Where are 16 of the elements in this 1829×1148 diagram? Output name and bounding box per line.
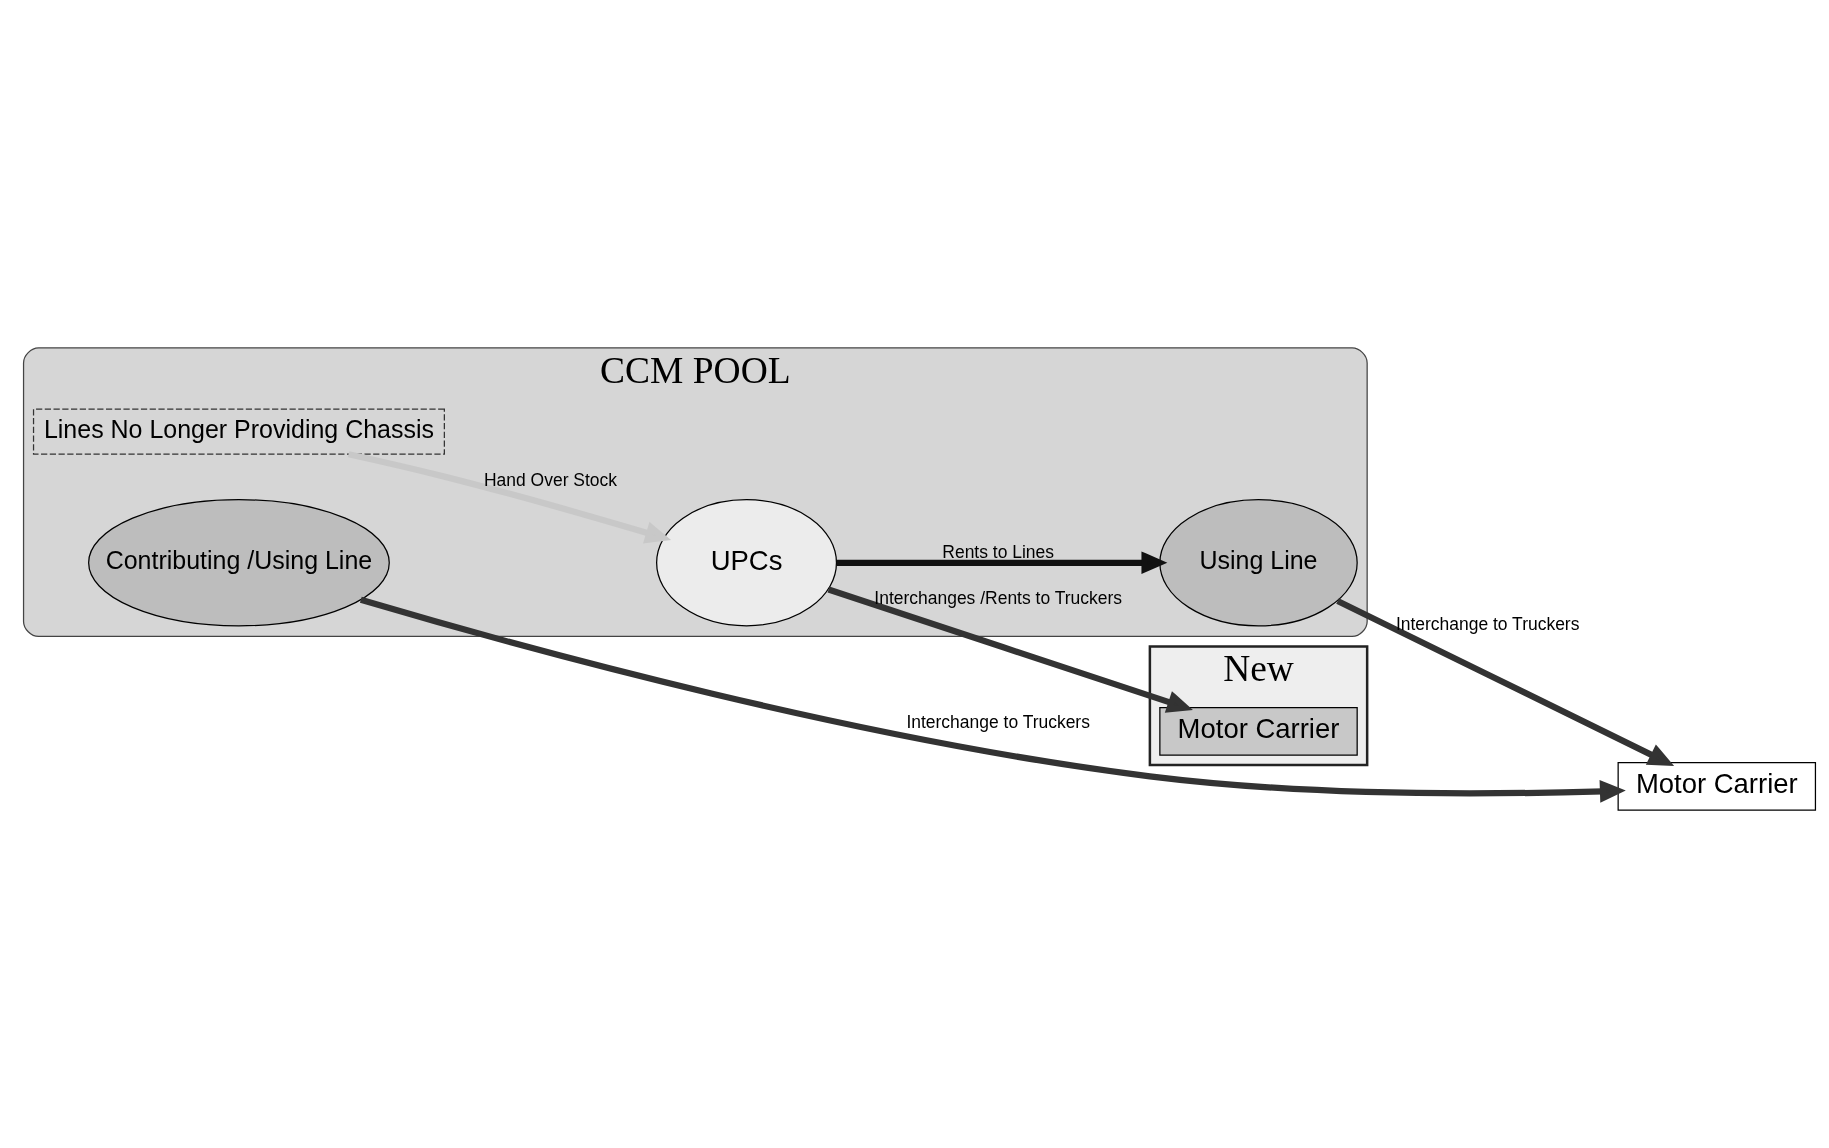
node-box: Motor Carrier: [1159, 707, 1358, 756]
node-box: Motor Carrier: [1617, 761, 1817, 811]
node-ellipse: UPCs: [656, 499, 838, 627]
edge-label: Interchanges /Rents to Truckers: [874, 588, 1122, 609]
arrow: [347, 451, 672, 544]
edge-label: Hand Over Stock: [483, 469, 618, 490]
node-box: Lines No Longer Providing Chassis: [32, 408, 445, 455]
edge-label: Interchange to Truckers: [906, 711, 1090, 732]
arrow: [836, 551, 1168, 575]
arrow: [359, 596, 1626, 803]
arrow: [1336, 598, 1675, 766]
node-ellipse: Using Line: [1159, 499, 1358, 627]
arrow: [827, 586, 1193, 713]
node-ellipse: Contributing /Using Line: [88, 499, 390, 627]
edge-label: Interchange to Truckers: [1395, 614, 1580, 635]
edge-label: Rents to Lines: [942, 542, 1054, 563]
